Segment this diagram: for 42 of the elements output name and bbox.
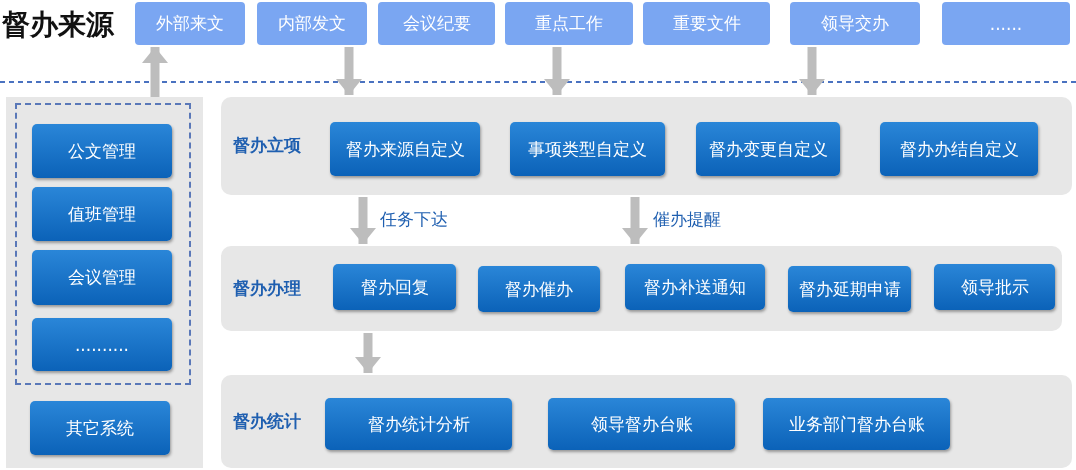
- function-box: 督办来源自定义: [330, 122, 480, 176]
- arrow: [336, 47, 362, 95]
- source-box: ......: [942, 2, 1070, 45]
- stage-panel: [221, 375, 1072, 468]
- function-box: 值班管理: [32, 187, 172, 241]
- arrow: [622, 197, 648, 244]
- edge-label: 任务下达: [380, 208, 448, 231]
- arrow: [142, 47, 168, 97]
- function-box: 督办办结自定义: [880, 122, 1038, 176]
- source-box: 重要文件: [643, 2, 770, 45]
- arrow: [544, 47, 570, 95]
- source-box: 领导交办: [790, 2, 920, 45]
- source-box: 会议纪要: [378, 2, 495, 45]
- arrow: [350, 197, 376, 244]
- side-panel: [6, 97, 203, 468]
- function-box: 会议管理: [32, 250, 172, 305]
- stage-panel: [221, 97, 1072, 195]
- function-box: 业务部门督办台账: [763, 398, 950, 450]
- function-box: 督办回复: [333, 264, 456, 310]
- source-box: 内部发文: [257, 2, 367, 45]
- panel-heading: 督办办理: [233, 276, 301, 300]
- source-box: 外部来文: [135, 2, 245, 45]
- function-box: 督办统计分析: [325, 398, 512, 450]
- panel-heading: 督办统计: [233, 409, 301, 433]
- function-box: ..........: [32, 318, 172, 371]
- function-box: 督办催办: [478, 266, 600, 312]
- function-box: 公文管理: [32, 124, 172, 178]
- function-box: 其它系统: [30, 401, 170, 455]
- arrow: [355, 333, 381, 373]
- function-box: 领导批示: [934, 264, 1055, 310]
- function-box: 事项类型自定义: [510, 122, 665, 176]
- stage-panel: [221, 246, 1062, 331]
- edge-label: 催办提醒: [653, 208, 721, 231]
- function-box: 领导督办台账: [548, 398, 735, 450]
- source-box: 重点工作: [505, 2, 633, 45]
- function-box: 督办延期申请: [788, 266, 911, 312]
- dashed-group-box: [15, 103, 191, 385]
- arrow: [799, 47, 825, 95]
- function-box: 督办补送通知: [625, 264, 765, 310]
- panel-heading: 督办立项: [233, 134, 301, 157]
- page-title: 督办来源: [2, 7, 114, 43]
- function-box: 督办变更自定义: [696, 122, 840, 176]
